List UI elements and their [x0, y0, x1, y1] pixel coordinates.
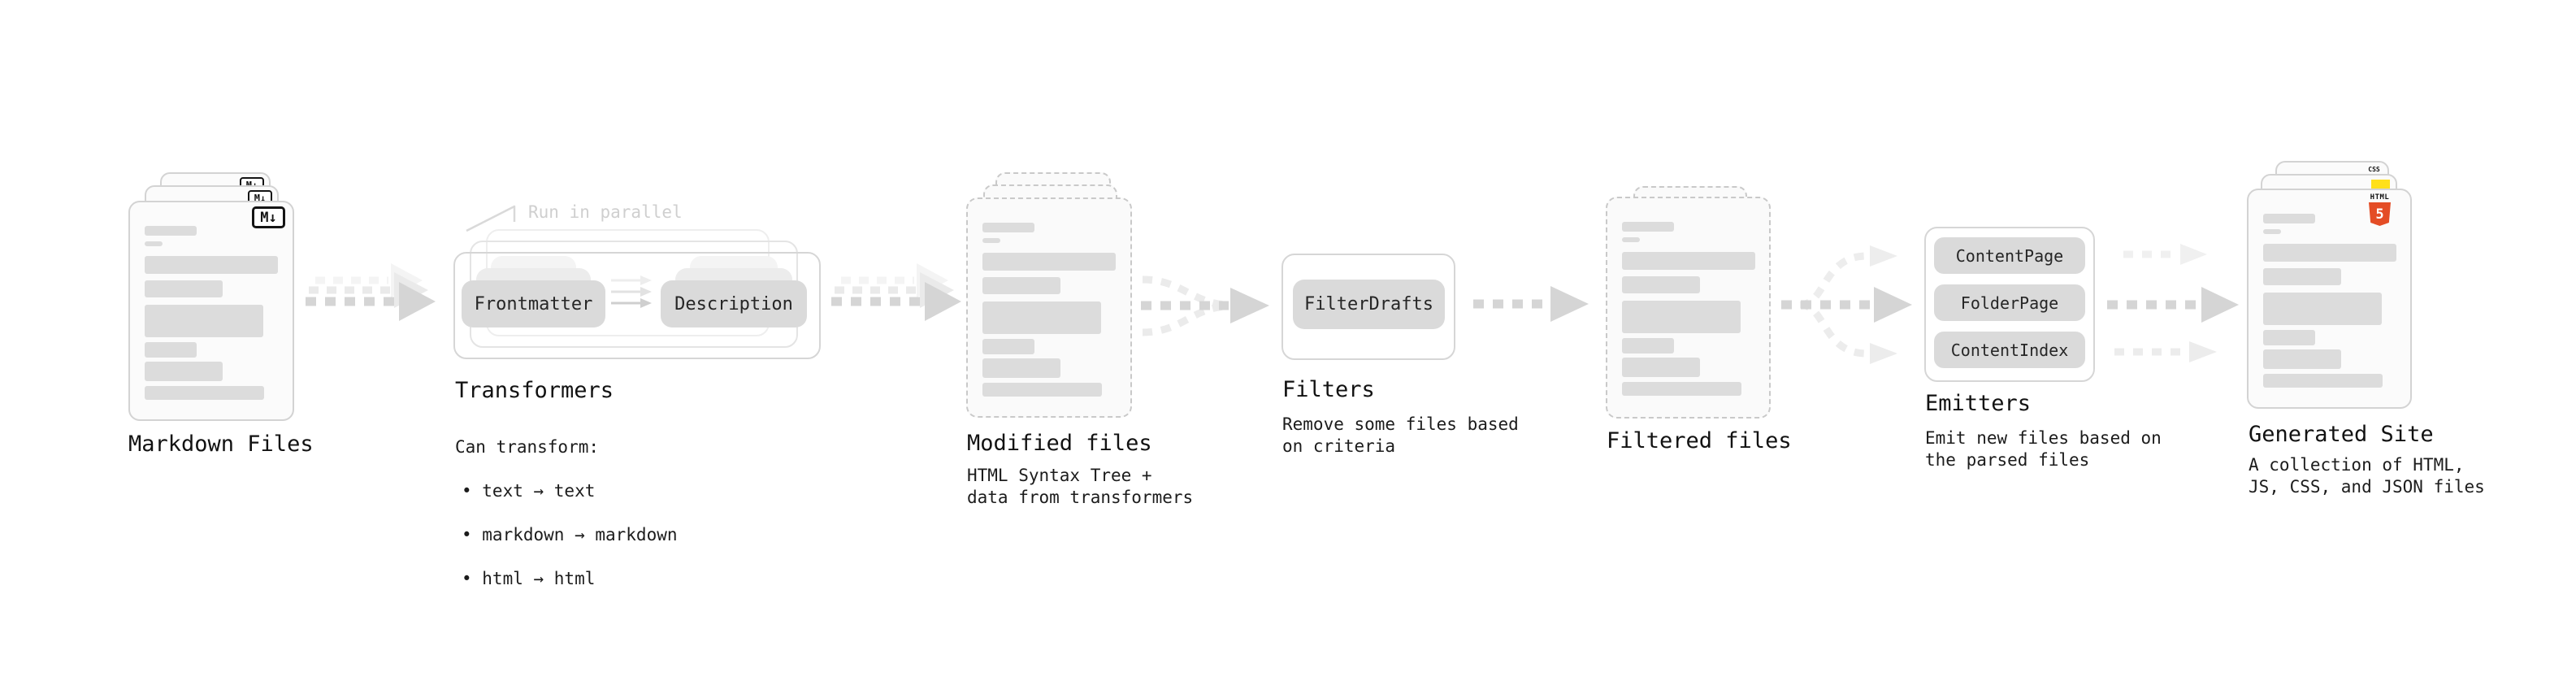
main-arrow [831, 282, 961, 321]
flow-arrow-filters-to-filtered [1473, 286, 1589, 322]
frontmatter-pill: Frontmatter [462, 280, 605, 327]
text-line-bar [145, 305, 263, 337]
html5-icon: HTML 5 [2369, 193, 2391, 226]
converging-line-bottom [1142, 302, 1226, 336]
annotation-leader-line [466, 205, 516, 232]
description-pill: Description [661, 280, 807, 327]
text-line-bar [2263, 330, 2315, 345]
text-line-bar [145, 280, 223, 297]
mini-arrow [611, 287, 652, 297]
contentpage-pill: ContentPage [1934, 237, 2085, 274]
text-line-bar [145, 386, 264, 400]
main-arrow [2107, 287, 2239, 323]
text-line-bar [982, 339, 1034, 354]
emitters-label: Emitters [1925, 391, 2032, 416]
text-line-bar [1622, 338, 1674, 354]
flow-arrow-markdown-to-transformers [306, 263, 436, 321]
desc-line: Can transform: [455, 437, 600, 457]
modified-files-label: Modified files [967, 431, 1152, 456]
parallel-arrow-top [2123, 244, 2207, 265]
flow-arrow-emitters-to-generated [2107, 244, 2239, 362]
text-line-bar [2263, 293, 2382, 325]
main-arrow [1781, 287, 1912, 323]
text-line-bar [982, 301, 1101, 334]
generated-site-description: A collection of HTML, JS, CSS, and JSON … [2249, 455, 2485, 497]
text-line-bar [2263, 214, 2315, 223]
filterdrafts-pill: FilterDrafts [1293, 280, 1445, 329]
flow-arrow-modified-to-filters [1141, 275, 1269, 336]
text-line-bar [145, 226, 197, 236]
main-arrow [1473, 286, 1589, 322]
filters-label: Filters [1282, 377, 1375, 402]
contentindex-pill: ContentIndex [1934, 332, 2085, 368]
text-line-bar [982, 238, 1000, 243]
flow-arrow-transformers-to-modified [831, 263, 961, 321]
modified-file-card [966, 197, 1132, 418]
text-line-bar [2263, 349, 2341, 369]
html5-icon-shield: 5 [2369, 202, 2391, 226]
transformers-label: Transformers [455, 378, 614, 403]
emitters-description: Emit new files based on the parsed files [1925, 428, 2162, 470]
main-arrow [1141, 288, 1269, 323]
text-line-bar [2263, 229, 2281, 234]
filters-frame [1281, 254, 1455, 360]
text-line-bar [1622, 382, 1741, 396]
text-line-bar [1622, 237, 1640, 242]
text-line-bar [982, 277, 1060, 294]
text-line-bar [145, 362, 223, 381]
text-line-bar [145, 342, 197, 358]
modified-files-description: HTML Syntax Tree + data from transformer… [967, 466, 1194, 507]
html5-icon-word: HTML [2370, 193, 2390, 202]
flow-arrow-filtered-to-emitters [1781, 245, 1912, 364]
folderpage-pill: FolderPage [1934, 284, 2085, 321]
markdown-icon: M↓ [252, 206, 285, 228]
transformers-description: Can transform: • text → text • markdown … [455, 414, 678, 612]
emitters-frame [1924, 227, 2095, 382]
css-icon-label: CSS [2368, 166, 2380, 173]
converging-line-top [1142, 275, 1226, 309]
text-line-bar [982, 383, 1102, 397]
text-line-bar [2263, 268, 2341, 285]
filtered-file-card [1606, 197, 1771, 419]
text-line-bar [1622, 358, 1700, 377]
parallel-arrow-bottom [2114, 341, 2217, 362]
text-line-bar [145, 241, 163, 246]
text-line-bar [1622, 252, 1755, 270]
run-in-parallel-annotation: Run in parallel [528, 202, 683, 222]
text-line-bar [982, 223, 1034, 232]
text-line-bar [2263, 374, 2383, 388]
generated-file-card: HTML 5 [2247, 189, 2412, 409]
text-line-bar [1622, 301, 1741, 333]
markdown-file-card: M↓ [128, 201, 294, 421]
filtered-files-label: Filtered files [1607, 428, 1792, 453]
desc-bullet: • markdown → markdown [462, 525, 678, 544]
text-line-bar [982, 358, 1060, 378]
text-line-bar [145, 256, 278, 274]
text-line-bar [1622, 276, 1700, 293]
transform-step-arrows [611, 275, 652, 308]
text-line-bar [1622, 222, 1674, 232]
transformer-frame [453, 252, 821, 359]
main-arrow [306, 282, 436, 321]
generated-site-label: Generated Site [2249, 422, 2434, 447]
text-line-bar [2263, 244, 2396, 262]
mini-arrow [611, 298, 652, 308]
markdown-files-label: Markdown Files [128, 432, 314, 457]
desc-bullet: • html → html [462, 569, 596, 588]
text-line-bar [982, 253, 1116, 271]
desc-bullet: • text → text [462, 481, 596, 501]
filters-description: Remove some files based on criteria [1282, 414, 1519, 456]
mini-arrow [611, 275, 652, 285]
